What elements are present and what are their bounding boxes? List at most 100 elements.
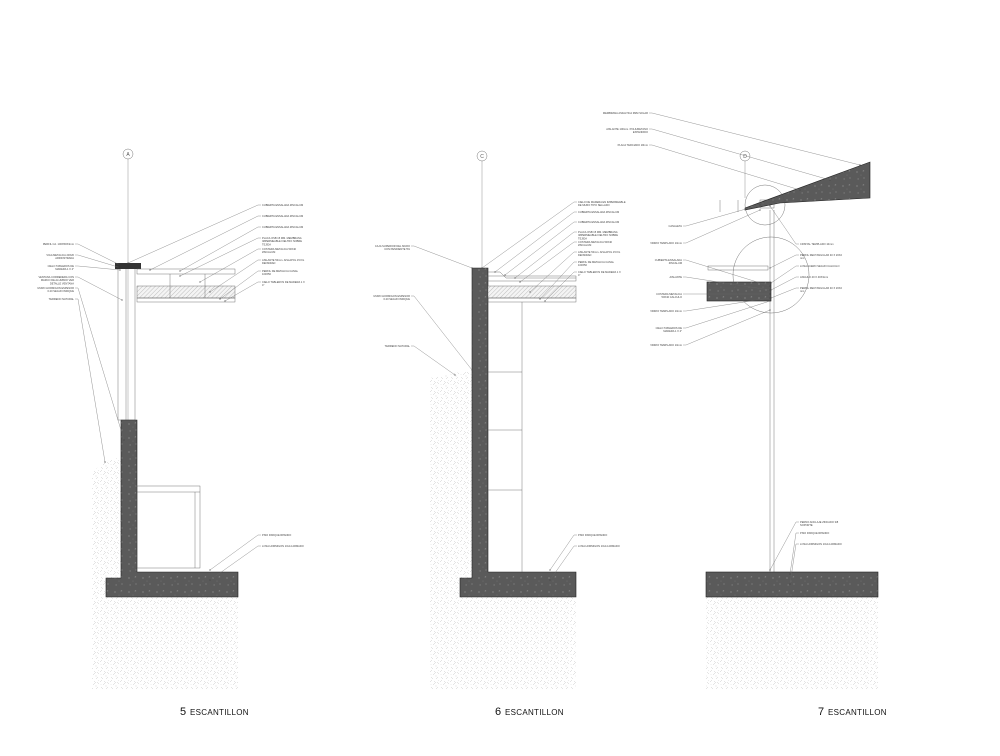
annotation-label: CUBIERTA ENSALADA ZINCALUM [262, 225, 303, 229]
section-7: D MEMBRANA ASFALTICA 3MM SOLAR AISLANTE 1… [603, 111, 887, 718]
leader-line [683, 204, 761, 227]
axis-label: A [126, 152, 130, 158]
leader-line [209, 534, 261, 571]
leader-dot [789, 573, 791, 575]
leader-dot [514, 277, 516, 279]
section-title: ESCANTILLON [190, 708, 249, 717]
leader-line [519, 241, 577, 283]
concrete-wall-footing [105, 419, 239, 598]
leader-dot [121, 299, 123, 301]
section-title: ESCANTILLON [828, 708, 887, 717]
annotation-label: ANGULO 40 X 40X3mm [800, 275, 828, 279]
leader-dot [117, 263, 119, 265]
leader-dot [770, 297, 772, 299]
leader-dot [529, 291, 531, 293]
leader-dot [471, 267, 473, 269]
leader-line [544, 271, 577, 302]
annotation-label: PLACA TERCIADO 18mm [618, 143, 648, 147]
ceiling-boards [136, 297, 236, 303]
leader-line [504, 221, 577, 276]
annotation-label: VIDRIO TEMPLADO 10mm [650, 241, 682, 245]
leader-line [127, 204, 261, 264]
detail-callout-circle [744, 184, 786, 226]
leader-dot [209, 291, 211, 293]
leader-line [549, 534, 577, 571]
leader-line [75, 276, 123, 301]
leader-line [514, 231, 577, 279]
leader-line [789, 543, 799, 585]
annotation-label: CRISTAL TEMPLADO 10mm [800, 242, 834, 246]
soil-below [92, 597, 238, 689]
roof-gutter [759, 199, 775, 209]
leader-line [209, 259, 261, 293]
leader-line [683, 259, 771, 287]
annotation-label: LOSA HORMIGON 10x14 ARMADO [578, 544, 620, 548]
leader-line [411, 295, 473, 371]
annotation-label: PERFIL CA. 100X50X3mm [43, 242, 74, 246]
annotation-label: PISO PARQUE RPANDO [800, 531, 829, 535]
concrete-wall-footing [459, 267, 577, 598]
leader-dot [494, 271, 496, 273]
leader-line [75, 298, 106, 463]
leader-dot [127, 262, 129, 264]
section-number: 7 [818, 706, 824, 718]
annotation-label: MEMBRANA ASFALTICA 3MM SOLAR [603, 111, 648, 115]
leader-line [199, 248, 261, 283]
leader-line [789, 532, 799, 575]
leader-dot [471, 369, 473, 371]
leaders-right: CUBIERTA ENSALADA ZINCALUM CUBIERTA ENSAL… [127, 203, 305, 581]
leader-line [411, 345, 456, 376]
leader-dot [769, 205, 771, 207]
leader-dot [759, 204, 761, 206]
leader-dot [769, 293, 771, 295]
leader-line [649, 112, 861, 166]
leader-line [75, 265, 121, 271]
annotation-label: LOSA ACERO SEGUN CALCULO [800, 264, 840, 268]
leader-dot [149, 269, 151, 271]
leader-line [770, 265, 799, 284]
annotation-label: LOSA HORMIGON 10x14 ARMADO [262, 544, 304, 548]
leader-line [683, 276, 771, 291]
annotation-label: CANALETA [668, 224, 682, 228]
slab-beam [706, 281, 772, 302]
axis-label: D [743, 154, 747, 160]
detail-callout-circle [732, 236, 810, 314]
axis-label: C [480, 154, 484, 160]
soil-below [706, 597, 878, 689]
leader-dot [179, 270, 181, 272]
leader-dot [539, 298, 541, 300]
annotation-label: CUBIERTA ENSALADA ZINCALUM [262, 214, 303, 218]
leader-dot [859, 164, 861, 166]
leader-dot [789, 583, 791, 585]
annotation-label: CUBIERTA ENSALADA ZINCALUM [262, 203, 303, 207]
upper-glazing-sill [707, 265, 769, 271]
leader-dot [504, 274, 506, 276]
roof-insulation [136, 285, 236, 299]
leader-dot [549, 579, 551, 581]
leader-line [75, 287, 125, 441]
leader-line [411, 245, 473, 269]
ceiling-boards [487, 297, 577, 303]
annotation-label: TERRENO NATURAL [49, 297, 75, 301]
